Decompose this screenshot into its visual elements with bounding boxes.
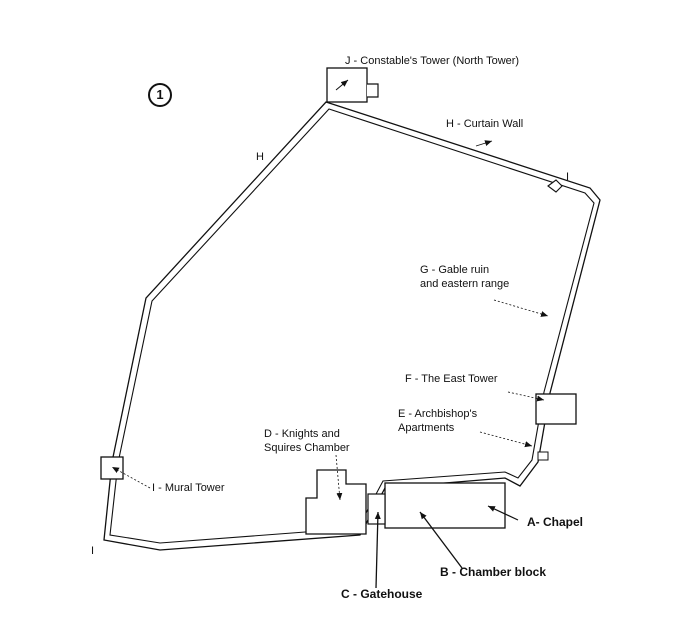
chamber-block — [384, 482, 506, 529]
label-east-tower: F - The East Tower — [405, 373, 498, 385]
knights-chamber — [305, 469, 367, 535]
label-gatehouse: C - Gatehouse — [341, 587, 423, 601]
label-eastern-range: and eastern range — [420, 278, 510, 290]
label-squires-chamber: Squires Chamber — [264, 442, 350, 454]
label-mural-tower: I - Mural Tower — [152, 482, 225, 494]
curtain-wall-inner — [109, 108, 595, 544]
mural-tower — [100, 456, 124, 480]
label-chamber-block: B - Chamber block — [440, 565, 547, 579]
label-constables-tower: J - Constable's Tower (North Tower) — [345, 55, 520, 67]
constables-tower — [326, 67, 368, 103]
label-archbishops: E - Archbishop's — [398, 408, 478, 420]
label-h: H — [256, 151, 264, 163]
map-number-badge: 1 — [148, 83, 172, 107]
east-tower — [535, 393, 577, 425]
label-i-northeast: I — [566, 171, 570, 183]
label-gable-ruin: G - Gable ruin — [420, 264, 490, 276]
label-apartments: Apartments — [398, 422, 455, 434]
ne-turret — [547, 179, 563, 193]
label-knights: D - Knights and — [264, 428, 340, 440]
label-i-southwest: I — [91, 545, 95, 557]
label-chapel: A- Chapel — [527, 515, 584, 529]
label-curtain-wall: H - Curtain Wall — [446, 118, 524, 130]
